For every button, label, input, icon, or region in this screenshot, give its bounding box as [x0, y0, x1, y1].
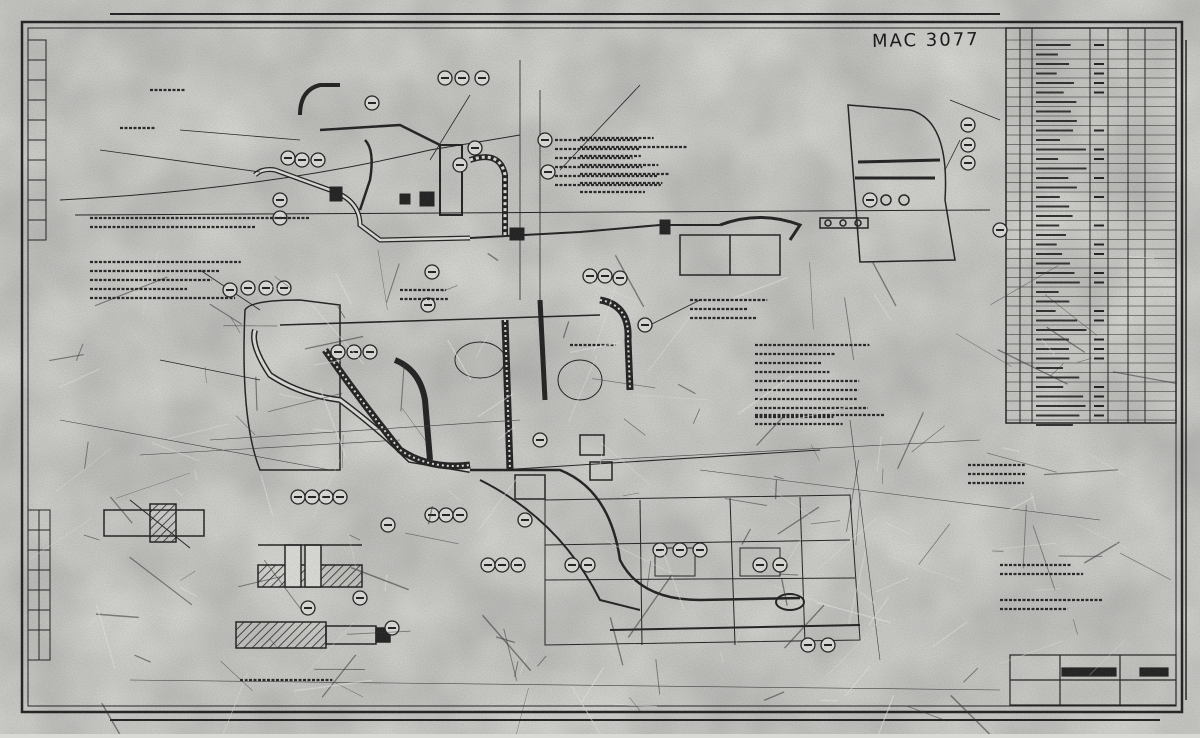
handwritten-drawing-number: MAC 3077: [872, 29, 980, 52]
